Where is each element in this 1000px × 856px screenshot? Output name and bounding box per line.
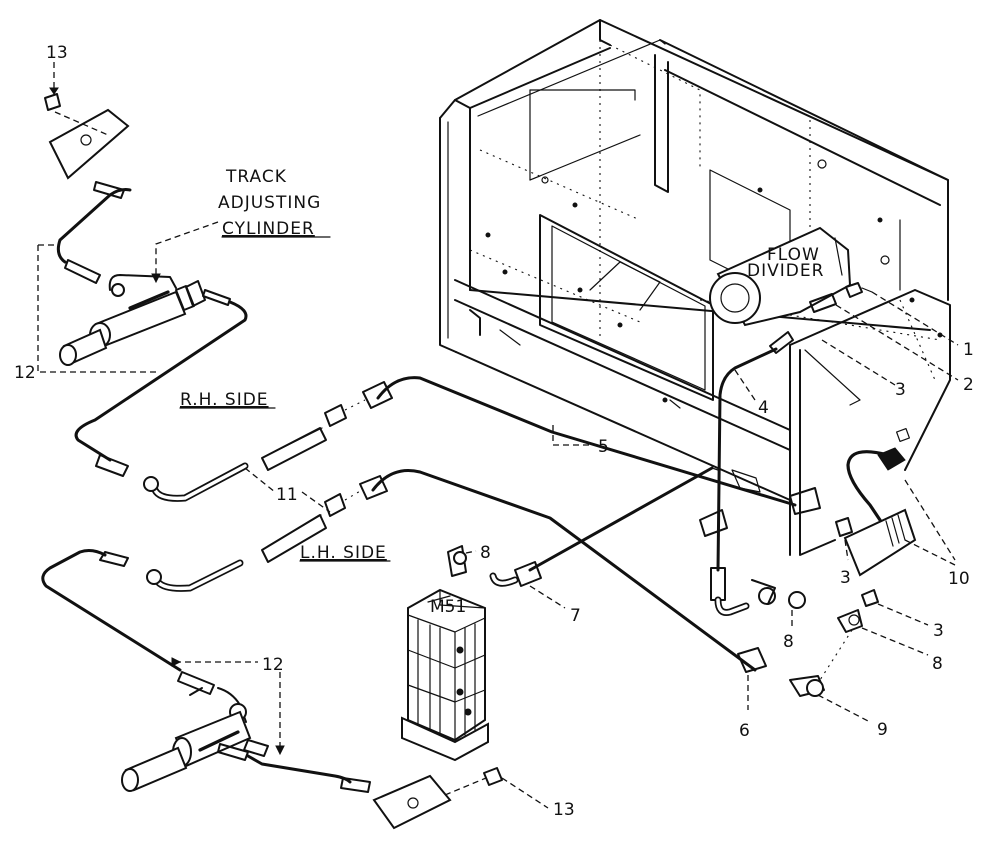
callout-8-bottom: 8 — [783, 632, 794, 652]
filter-10: 10 — [843, 427, 970, 589]
hydraulic-pump: M51 8 — [401, 543, 491, 762]
callout-4: 4 — [758, 398, 769, 418]
callout-8-top: 8 — [480, 543, 491, 563]
callout-11-group: 11 — [244, 467, 331, 513]
lh-side-hoses: 6 — [146, 469, 767, 741]
hose-7: 7 — [489, 466, 761, 626]
rh-side-hoses: 5 — [143, 376, 821, 515]
track-cylinder-label: TRACK ADJUSTING CYLINDER — [151, 167, 331, 284]
callout-3-bottom: 3 — [933, 621, 944, 641]
callout-3-top: 3 — [895, 380, 906, 400]
lh-side-label: L.H. SIDE — [300, 543, 387, 563]
callout-12-top-label: 12 — [14, 363, 36, 383]
callout-12-top: 12 — [14, 244, 158, 383]
callout-13-top: 13 — [46, 43, 68, 63]
hose-4: 4 — [710, 331, 794, 616]
divider-label: DIVIDER — [747, 261, 824, 281]
callout-2: 2 — [963, 375, 974, 395]
flow-divider: FLOW DIVIDER — [709, 226, 873, 327]
callout-6: 6 — [739, 721, 750, 741]
callout-9: 9 — [877, 720, 888, 740]
callout-8-right: 8 — [932, 654, 943, 674]
cylinder-label: CYLINDER — [222, 219, 315, 239]
rh-track-cylinder: 13 — [44, 43, 248, 477]
track-label: TRACK — [225, 167, 287, 187]
rh-side-label: R.H. SIDE — [180, 390, 269, 410]
pump-marking: M51 — [430, 597, 466, 617]
callout-7: 7 — [570, 606, 581, 626]
callout-10: 10 — [948, 569, 970, 589]
callout-5: 5 — [598, 437, 609, 457]
callout-1: 1 — [963, 340, 974, 360]
callout-3-mid: 3 — [840, 568, 851, 588]
callout-12-bottom-label: 12 — [262, 655, 284, 675]
callout-11: 11 — [276, 485, 298, 505]
flow-label: FLOW — [767, 245, 820, 265]
lh-track-cylinder: 13 — [41, 549, 575, 830]
adjusting-label: ADJUSTING — [218, 193, 321, 213]
fittings-cluster: 3 8 3 8 9 — [751, 517, 944, 740]
chassis-frame — [439, 19, 951, 556]
callout-leaders-right: 1 2 3 — [821, 291, 974, 400]
callout-12-bottom: 12 — [171, 655, 285, 756]
callout-13-bottom: 13 — [553, 800, 575, 820]
